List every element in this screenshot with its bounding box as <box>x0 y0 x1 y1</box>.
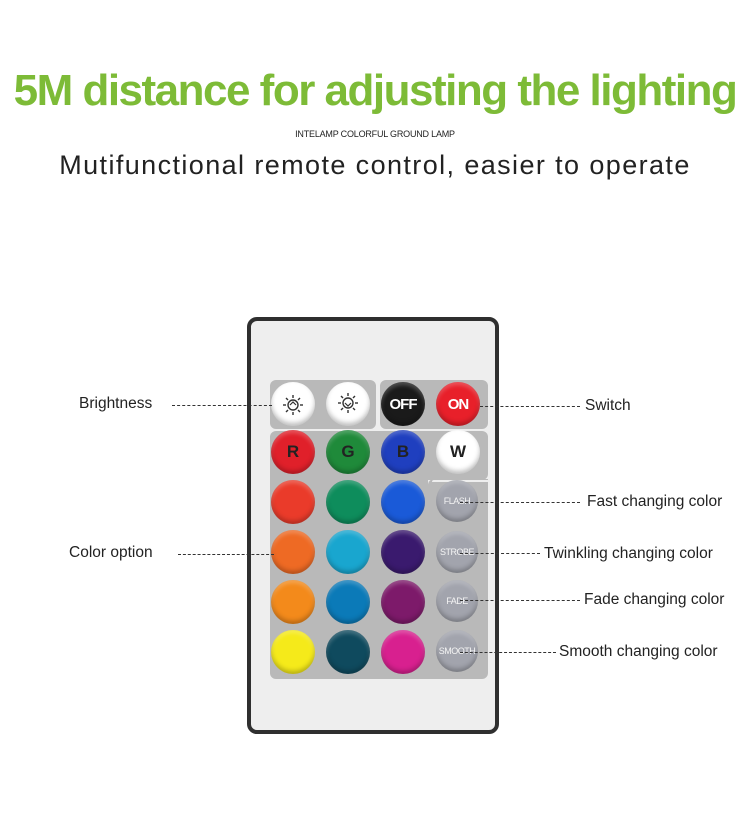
callout-smooth: Smooth changing color <box>559 643 718 660</box>
color-button[interactable] <box>271 530 315 574</box>
callout-twinkling: Twinkling changing color <box>544 545 713 562</box>
leader-twinkling <box>460 553 540 554</box>
sun-down-icon <box>338 393 358 413</box>
leader-switch <box>480 406 580 407</box>
color-button[interactable] <box>326 530 370 574</box>
callout-brightness: Brightness <box>79 395 153 412</box>
green-button[interactable]: G <box>326 430 370 474</box>
callout-switch: Switch <box>585 397 631 414</box>
strobe-button[interactable]: STROBE <box>436 531 478 573</box>
fade-button[interactable]: FADE <box>436 580 478 622</box>
blue-button[interactable]: B <box>381 430 425 474</box>
sun-up-icon <box>283 395 303 415</box>
flash-button[interactable]: FLASH <box>436 480 478 522</box>
color-button[interactable] <box>381 480 425 524</box>
strobe-label: STROBE <box>439 547 475 557</box>
leader-fast <box>460 502 580 503</box>
fade-label: FADE <box>446 596 468 606</box>
leader-brightness <box>172 405 272 406</box>
subtitle: Mutifunctional remote control, easier to… <box>59 150 691 180</box>
color-button[interactable] <box>271 480 315 524</box>
leader-smooth <box>460 652 556 653</box>
color-button[interactable] <box>271 580 315 624</box>
color-button[interactable] <box>271 630 315 674</box>
color-button[interactable] <box>381 630 425 674</box>
smooth-label: SMOOTH <box>438 646 476 656</box>
leader-fade <box>460 600 580 601</box>
red-button[interactable]: R <box>271 430 315 474</box>
off-button[interactable]: OFF <box>381 382 425 426</box>
color-button[interactable] <box>381 530 425 574</box>
brand-caption: INTELAMP COLORFUL GROUND LAMP <box>295 129 455 139</box>
brightness-down-button[interactable] <box>326 382 370 426</box>
on-button[interactable]: ON <box>436 382 480 426</box>
headline: 5M distance for adjusting the lighting <box>13 66 738 115</box>
color-button[interactable] <box>326 480 370 524</box>
smooth-button[interactable]: SMOOTH <box>436 630 478 672</box>
callout-color-option: Color option <box>69 544 153 561</box>
callout-fast: Fast changing color <box>587 493 723 510</box>
brightness-up-button[interactable] <box>271 382 315 426</box>
white-button[interactable]: W <box>436 430 480 474</box>
color-button[interactable] <box>326 580 370 624</box>
callout-fade: Fade changing color <box>584 591 725 608</box>
color-button[interactable] <box>381 580 425 624</box>
color-button[interactable] <box>326 630 370 674</box>
flash-label: FLASH <box>443 496 471 506</box>
leader-color-option <box>178 554 274 555</box>
